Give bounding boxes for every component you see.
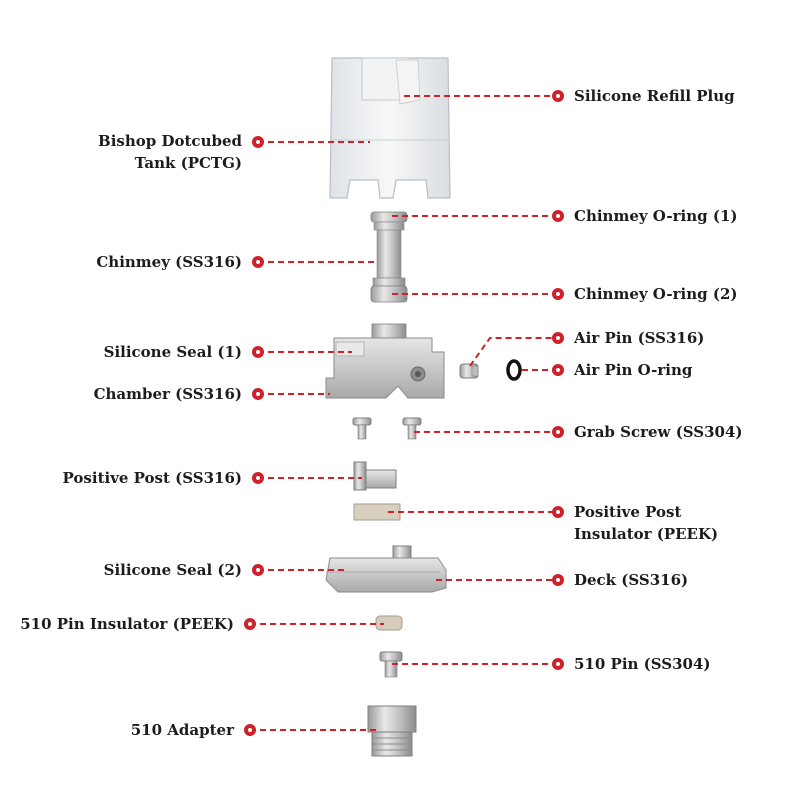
510-adapter-part <box>367 705 417 757</box>
label-refill-plug: Silicone Refill Plug <box>574 87 735 105</box>
air-pin-oring-part <box>506 359 522 381</box>
label-tank-line2: Tank (PCTG) <box>134 154 242 172</box>
bullet-tank <box>252 136 264 148</box>
label-deck: Deck (SS316) <box>574 571 689 589</box>
bullet-air-pin <box>552 332 564 344</box>
grab-screw-left-part <box>352 417 372 440</box>
refill-plug-part <box>395 59 421 105</box>
chimney-part <box>370 211 408 303</box>
bullet-510-adapter <box>244 724 256 736</box>
bullet-chimney <box>252 256 264 268</box>
label-silicone-seal-2: Silicone Seal (2) <box>103 561 242 579</box>
label-pin-insulator: 510 Pin Insulator (PEEK) <box>20 615 234 633</box>
label-510-pin: 510 Pin (SS304) <box>574 655 711 673</box>
label-510-adapter: 510 Adapter <box>130 721 234 739</box>
bullet-510-pin <box>552 658 564 670</box>
bullet-pp-insulator <box>552 506 564 518</box>
chamber-part <box>325 323 445 399</box>
bullet-pin-insulator <box>244 618 256 630</box>
grab-screw-right-part <box>402 417 422 440</box>
deck-part <box>325 545 447 593</box>
label-grab-screw: Grab Screw (SS304) <box>574 423 743 441</box>
label-pp-insulator: Positive Post Insulator (PEEK) <box>574 501 718 545</box>
bullet-air-pin-oring <box>552 364 564 376</box>
label-pp-insulator-line1: Positive Post <box>574 503 682 521</box>
leader-air-pin <box>469 337 558 367</box>
leader-lines <box>250 95 558 731</box>
positive-post-part <box>353 461 397 491</box>
label-air-pin-oring: Air Pin O-ring <box>574 361 693 379</box>
label-silicone-seal-1: Silicone Seal (1) <box>103 343 242 361</box>
bullets <box>244 90 564 736</box>
label-chimney-oring-2: Chinmey O-ring (2) <box>574 285 738 303</box>
bullet-positive-post <box>252 472 264 484</box>
510-pin-part <box>379 651 403 678</box>
tank-part <box>329 57 451 199</box>
air-pin-part <box>459 363 479 379</box>
bullet-silicone-seal-2 <box>252 564 264 576</box>
bullet-grab-screw <box>552 426 564 438</box>
bullet-chimney-oring-1 <box>552 210 564 222</box>
bullet-refill-plug <box>552 90 564 102</box>
label-air-pin: Air Pin (SS316) <box>574 329 705 347</box>
label-tank-line1: Bishop Dotcubed <box>98 132 242 150</box>
510-pin-insulator-part <box>375 615 403 631</box>
bullet-silicone-seal-1 <box>252 346 264 358</box>
label-positive-post: Positive Post (SS316) <box>62 469 242 487</box>
bullet-chimney-oring-2 <box>552 288 564 300</box>
bullet-chamber <box>252 388 264 400</box>
label-chimney: Chinmey (SS316) <box>96 253 242 271</box>
label-chamber: Chamber (SS316) <box>93 385 242 403</box>
label-pp-insulator-line2: Insulator (PEEK) <box>574 525 719 543</box>
label-chimney-oring-1: Chinmey O-ring (1) <box>574 207 738 225</box>
label-tank: Bishop Dotcubed Tank (PCTG) <box>98 130 242 174</box>
bullet-deck <box>552 574 564 586</box>
